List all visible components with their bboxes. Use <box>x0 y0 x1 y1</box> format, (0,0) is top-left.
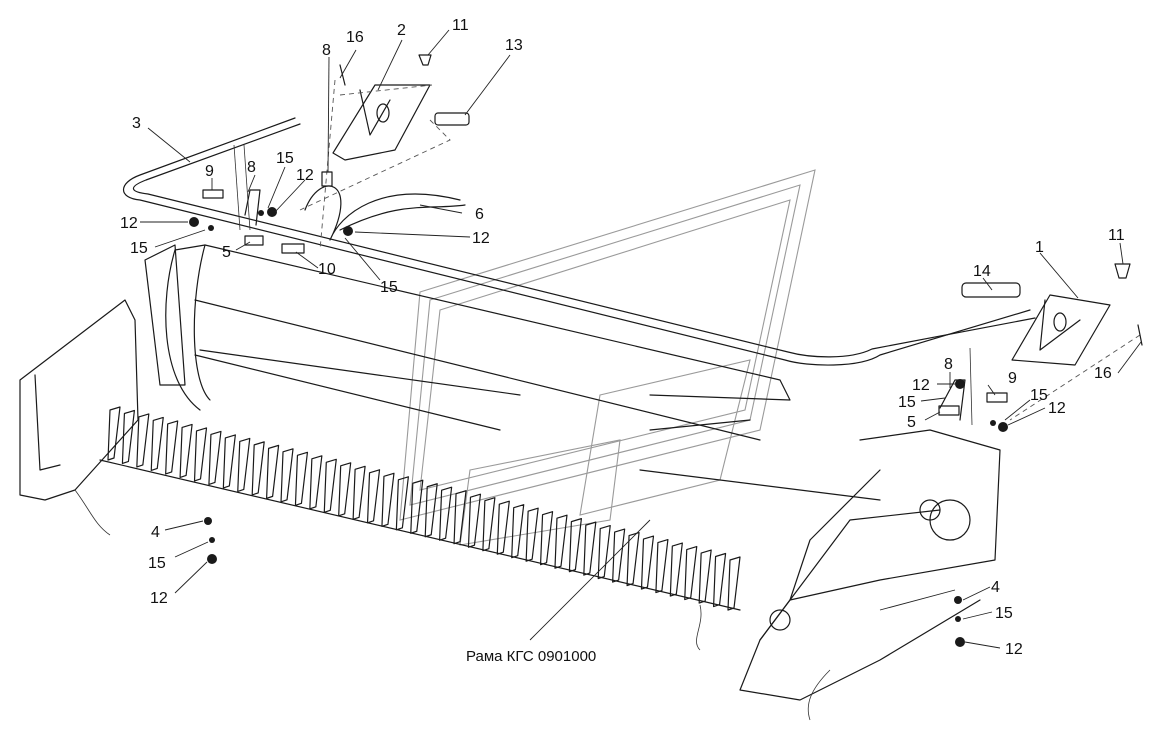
finger-tooth <box>107 406 121 461</box>
finger-tooth <box>439 486 453 541</box>
finger-tooth <box>467 493 482 548</box>
finger-tooth <box>482 497 496 552</box>
callout-11-top: 11 <box>452 17 469 34</box>
callout-15-f: 15 <box>148 555 166 572</box>
callout-15-g: 15 <box>995 605 1013 622</box>
finger-tooth <box>669 542 683 597</box>
finger-tooth <box>381 472 395 527</box>
finger-tooth <box>640 535 655 590</box>
callout-6: 6 <box>475 206 484 223</box>
callout-5-left: 5 <box>222 244 231 261</box>
finger-tooth <box>280 448 294 503</box>
finger-tooth <box>323 458 337 513</box>
frame-3 <box>122 117 1036 426</box>
finger-tooth <box>496 500 510 555</box>
finger-tooth <box>583 521 597 576</box>
callout-5-right: 5 <box>907 414 916 431</box>
callout-15-a: 15 <box>276 150 294 167</box>
drawing-caption: Рама КГС 0901000 <box>466 648 596 665</box>
callout-4-left: 4 <box>151 524 160 541</box>
finger-tooth <box>511 504 525 559</box>
finger-tooth <box>539 511 554 566</box>
callout-12-e: 12 <box>1048 400 1066 417</box>
callout-labels: 16 2 11 8 13 3 9 8 15 12 12 15 5 10 6 12… <box>120 17 1125 658</box>
part-1-bracket <box>1011 294 1111 366</box>
watermark-logo <box>399 169 816 546</box>
callout-11-right: 11 <box>1108 227 1125 244</box>
finger-tooth <box>251 441 265 496</box>
finger-tooth <box>410 479 424 534</box>
callout-12-a: 12 <box>296 167 314 184</box>
callout-13: 13 <box>505 37 523 54</box>
finger-tooth <box>338 462 352 517</box>
finger-tooth <box>554 514 568 569</box>
finger-tooth <box>597 525 611 580</box>
finger-tooth <box>568 518 582 573</box>
callout-12-f: 12 <box>150 590 168 607</box>
callout-16-right: 16 <box>1094 365 1112 382</box>
callout-12-g: 12 <box>1005 641 1023 658</box>
finger-tooth <box>309 455 323 510</box>
finger-tooth <box>395 476 409 531</box>
callout-14: 14 <box>973 263 991 280</box>
callout-12-d: 12 <box>912 377 930 394</box>
leader-lines <box>140 29 1142 649</box>
finger-bar-rail <box>99 459 741 611</box>
finger-tooth <box>121 409 136 465</box>
callout-15-c: 15 <box>380 279 398 296</box>
finger-tooth <box>352 465 366 520</box>
hardware <box>189 54 1143 647</box>
callout-15-d: 15 <box>898 394 916 411</box>
callout-1: 1 <box>1035 239 1044 256</box>
callout-12-c: 12 <box>472 230 490 247</box>
finger-tooth <box>684 545 698 601</box>
finger-tooth <box>712 552 727 608</box>
callout-12-b: 12 <box>120 215 138 232</box>
finger-bar <box>99 406 741 611</box>
finger-tooth <box>179 423 193 479</box>
hidden-lines <box>299 79 1141 421</box>
finger-tooth <box>193 427 208 482</box>
finger-tooth <box>453 490 467 545</box>
finger-tooth <box>208 430 222 486</box>
finger-tooth <box>525 507 539 562</box>
callout-8-right: 8 <box>944 356 953 373</box>
finger-tooth <box>424 483 438 538</box>
finger-tooth <box>165 420 179 475</box>
callout-16-top: 16 <box>346 29 364 46</box>
part-6-rod <box>304 171 466 241</box>
finger-tooth <box>698 549 712 604</box>
finger-tooth <box>612 528 626 583</box>
finger-tooth <box>655 538 669 594</box>
callout-4-right: 4 <box>991 579 1000 596</box>
finger-tooth <box>626 531 640 587</box>
callout-3: 3 <box>132 115 141 132</box>
finger-tooth <box>366 469 381 524</box>
finger-tooth <box>237 437 251 492</box>
callout-2: 2 <box>397 22 406 39</box>
finger-tooth <box>136 413 150 468</box>
callout-8-left: 8 <box>247 159 256 176</box>
callout-15-b: 15 <box>130 240 148 257</box>
finger-tooth <box>150 416 164 472</box>
callout-7: 8 <box>322 42 331 59</box>
callout-15-e: 15 <box>1030 387 1048 404</box>
header-frame <box>19 244 1001 721</box>
callout-9-right: 9 <box>1008 370 1017 387</box>
callout-9-left: 9 <box>205 163 214 180</box>
finger-tooth <box>222 434 236 489</box>
callout-10: 10 <box>318 261 336 278</box>
part-2-bracket <box>332 84 431 161</box>
finger-tooth <box>294 451 309 506</box>
finger-tooth <box>727 556 741 611</box>
finger-tooth <box>266 444 280 499</box>
